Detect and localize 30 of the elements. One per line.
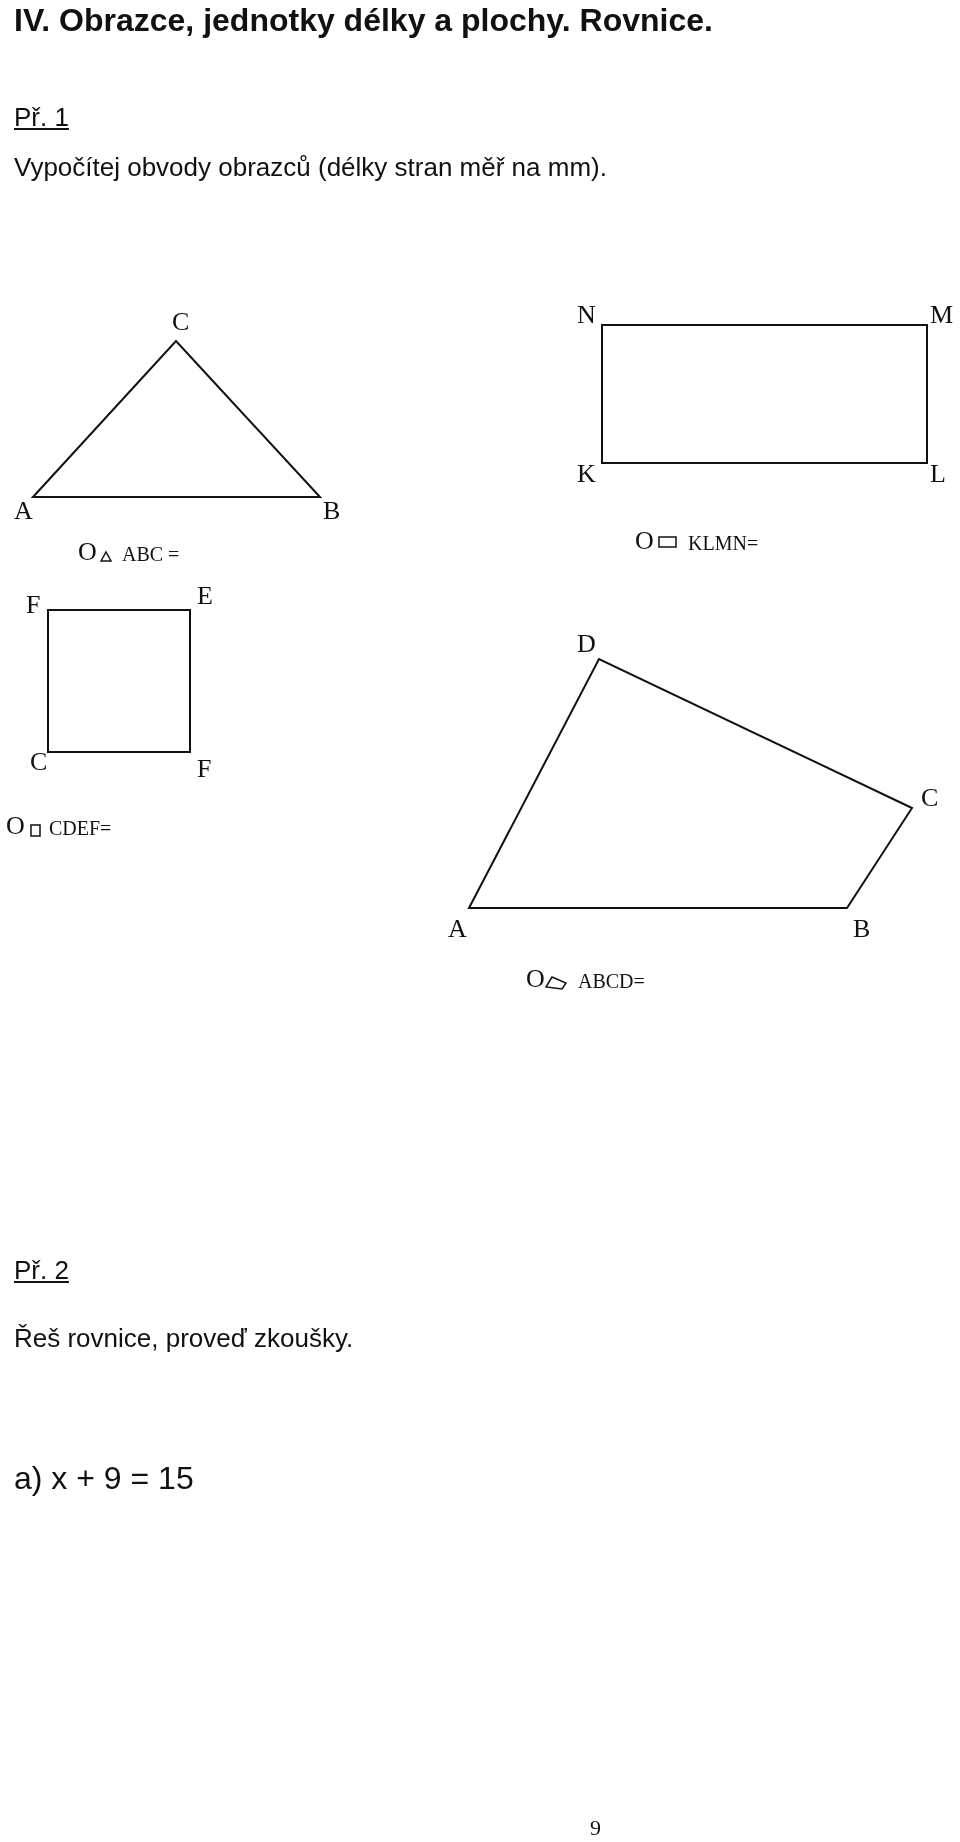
instruction-text: Řeš rovnice, proveď zkoušky.: [14, 1324, 354, 1351]
section-heading: Př. 1: [14, 103, 69, 130]
vertex-label: D: [577, 630, 596, 657]
vertex-label: B: [853, 915, 871, 942]
vertex-label: C: [30, 748, 48, 775]
perimeter-formula: ABCD=: [578, 971, 645, 991]
section-heading: Př. 2: [14, 1256, 69, 1283]
vertex-label: A: [448, 915, 467, 942]
vertex-label: K: [577, 460, 596, 487]
vertex-label: B: [323, 497, 341, 524]
vertex-label: E: [197, 582, 213, 609]
perimeter-formula: KLMN=: [688, 533, 759, 553]
perimeter-formula: CDEF=: [49, 818, 112, 838]
perimeter-symbol: O: [526, 965, 545, 992]
vertex-label: N: [577, 301, 596, 328]
vertex-label: M: [930, 301, 954, 328]
perimeter-symbol: O: [78, 538, 97, 565]
page-number: 9: [590, 1816, 601, 1839]
vertex-label: A: [14, 497, 33, 524]
vertex-label: C: [172, 308, 190, 335]
perimeter-symbol: O: [6, 812, 25, 839]
page-title: IV. Obrazce, jednotky délky a plochy. Rovnice.: [14, 4, 713, 37]
vertex-label: F: [26, 591, 41, 618]
vertex-label: L: [930, 460, 946, 487]
instruction-text: Vypočítej obvody obrazců (délky stran měř na mm).: [14, 153, 607, 180]
vertex-label: C: [921, 784, 939, 811]
vertex-label: F: [197, 755, 212, 782]
perimeter-symbol: O: [635, 527, 654, 554]
perimeter-formula: ABC =: [122, 544, 180, 564]
equation-text: a) x + 9 = 15: [14, 1462, 194, 1495]
